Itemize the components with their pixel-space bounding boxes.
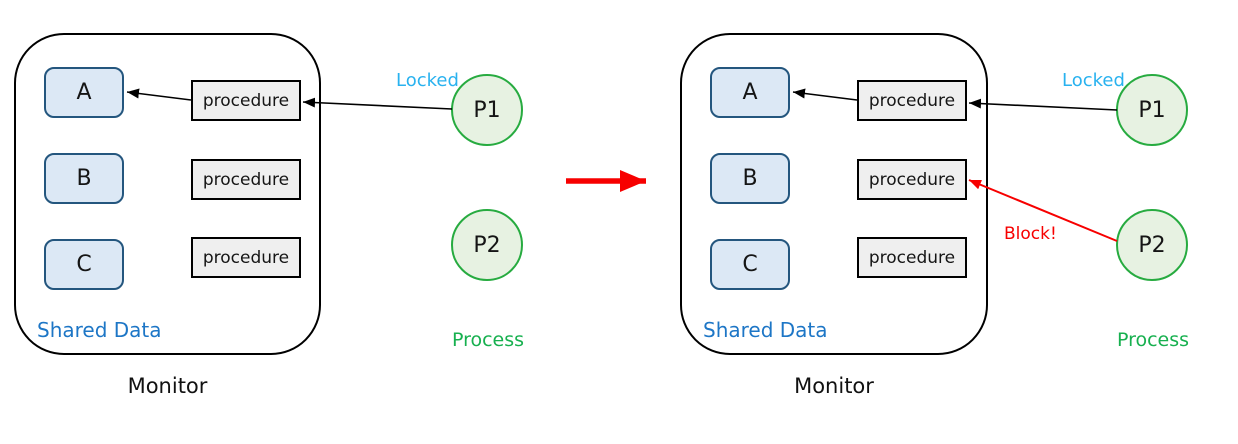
- data-box-c-right: C: [710, 239, 790, 290]
- monitor-label-right: Monitor: [794, 374, 874, 398]
- procedure-box-1-left: procedure: [191, 80, 301, 121]
- arrow-p1-to-procedure-left: [302, 97, 453, 110]
- shared-data-label-right: Shared Data: [703, 318, 828, 342]
- procedure-box-2-right: procedure: [857, 159, 967, 200]
- data-box-a-right: A: [710, 67, 790, 118]
- procedure-box-3-right: procedure: [857, 237, 967, 278]
- procedure-box-3-left: procedure: [191, 237, 301, 278]
- arrow-p1-to-procedure-right: [968, 98, 1118, 111]
- locked-label-right: Locked: [1062, 70, 1125, 91]
- procedure-box-1-right: procedure: [857, 80, 967, 121]
- data-box-c-left: C: [44, 239, 124, 290]
- process-p2-circle-right: P2: [1116, 209, 1188, 281]
- data-box-b-right: B: [710, 153, 790, 204]
- process-group-label-left: Process: [451, 329, 525, 351]
- shared-data-label-left: Shared Data: [37, 318, 162, 342]
- locked-label-left: Locked: [396, 70, 459, 91]
- monitor-label-left: Monitor: [127, 374, 208, 398]
- process-p1-circle-right: P1: [1116, 74, 1188, 146]
- process-group-label-right: Process: [1116, 329, 1190, 351]
- procedure-box-2-left: procedure: [191, 159, 301, 200]
- block-label-right: Block!: [1004, 224, 1057, 244]
- process-p2-circle-left: P2: [451, 209, 523, 281]
- process-p1-circle-left: P1: [451, 74, 523, 146]
- data-box-a-left: A: [44, 67, 124, 118]
- data-box-b-left: B: [44, 153, 124, 204]
